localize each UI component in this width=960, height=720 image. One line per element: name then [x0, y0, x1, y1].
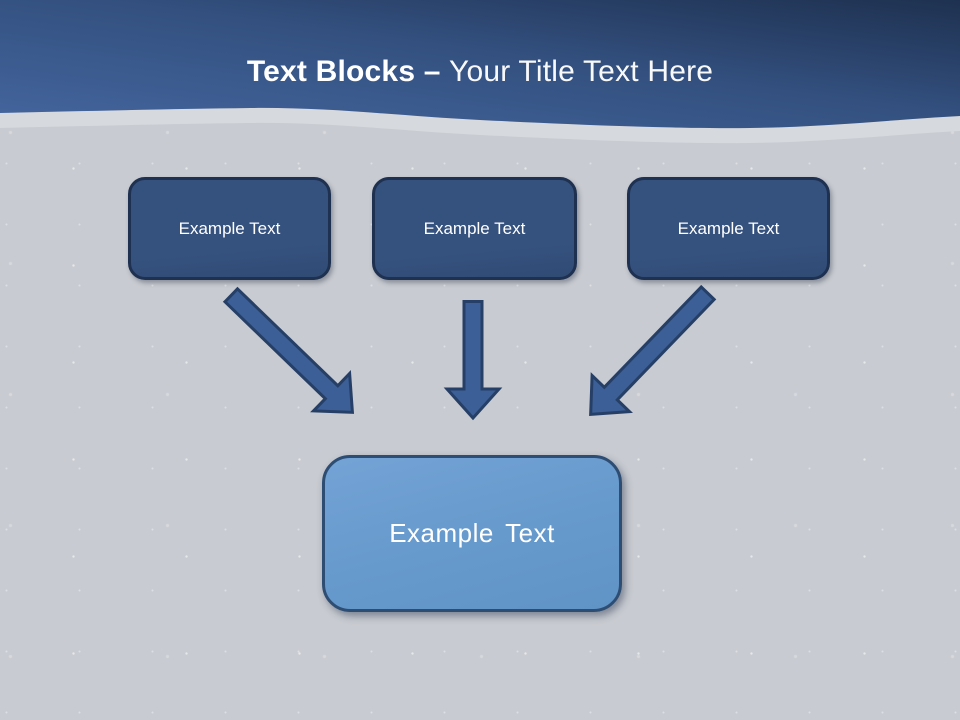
text-block-bottom: Example Text [322, 455, 622, 612]
title-bold-segment: Text Blocks – [246, 55, 441, 88]
arrow-down-left-icon [589, 284, 717, 417]
text-block-2: Example Text [372, 177, 577, 280]
text-block-1-label: Example Text [178, 218, 281, 238]
text-block-3-label: Example Text [677, 218, 780, 238]
text-block-bottom-label: Example Text [389, 518, 555, 548]
header-wave-shape [0, 0, 960, 144]
text-block-1: Example Text [128, 177, 331, 280]
slide-title: Text Blocks –Your Title Text Here [0, 54, 960, 90]
text-block-3: Example Text [627, 177, 830, 280]
wave-highlight-band [0, 107, 960, 144]
header-band [0, 0, 960, 129]
arrow-down-right-icon [222, 286, 355, 414]
text-block-2-label: Example Text [423, 218, 526, 238]
arrow-down-icon [443, 300, 503, 421]
title-regular-segment: Your Title Text Here [449, 55, 714, 88]
